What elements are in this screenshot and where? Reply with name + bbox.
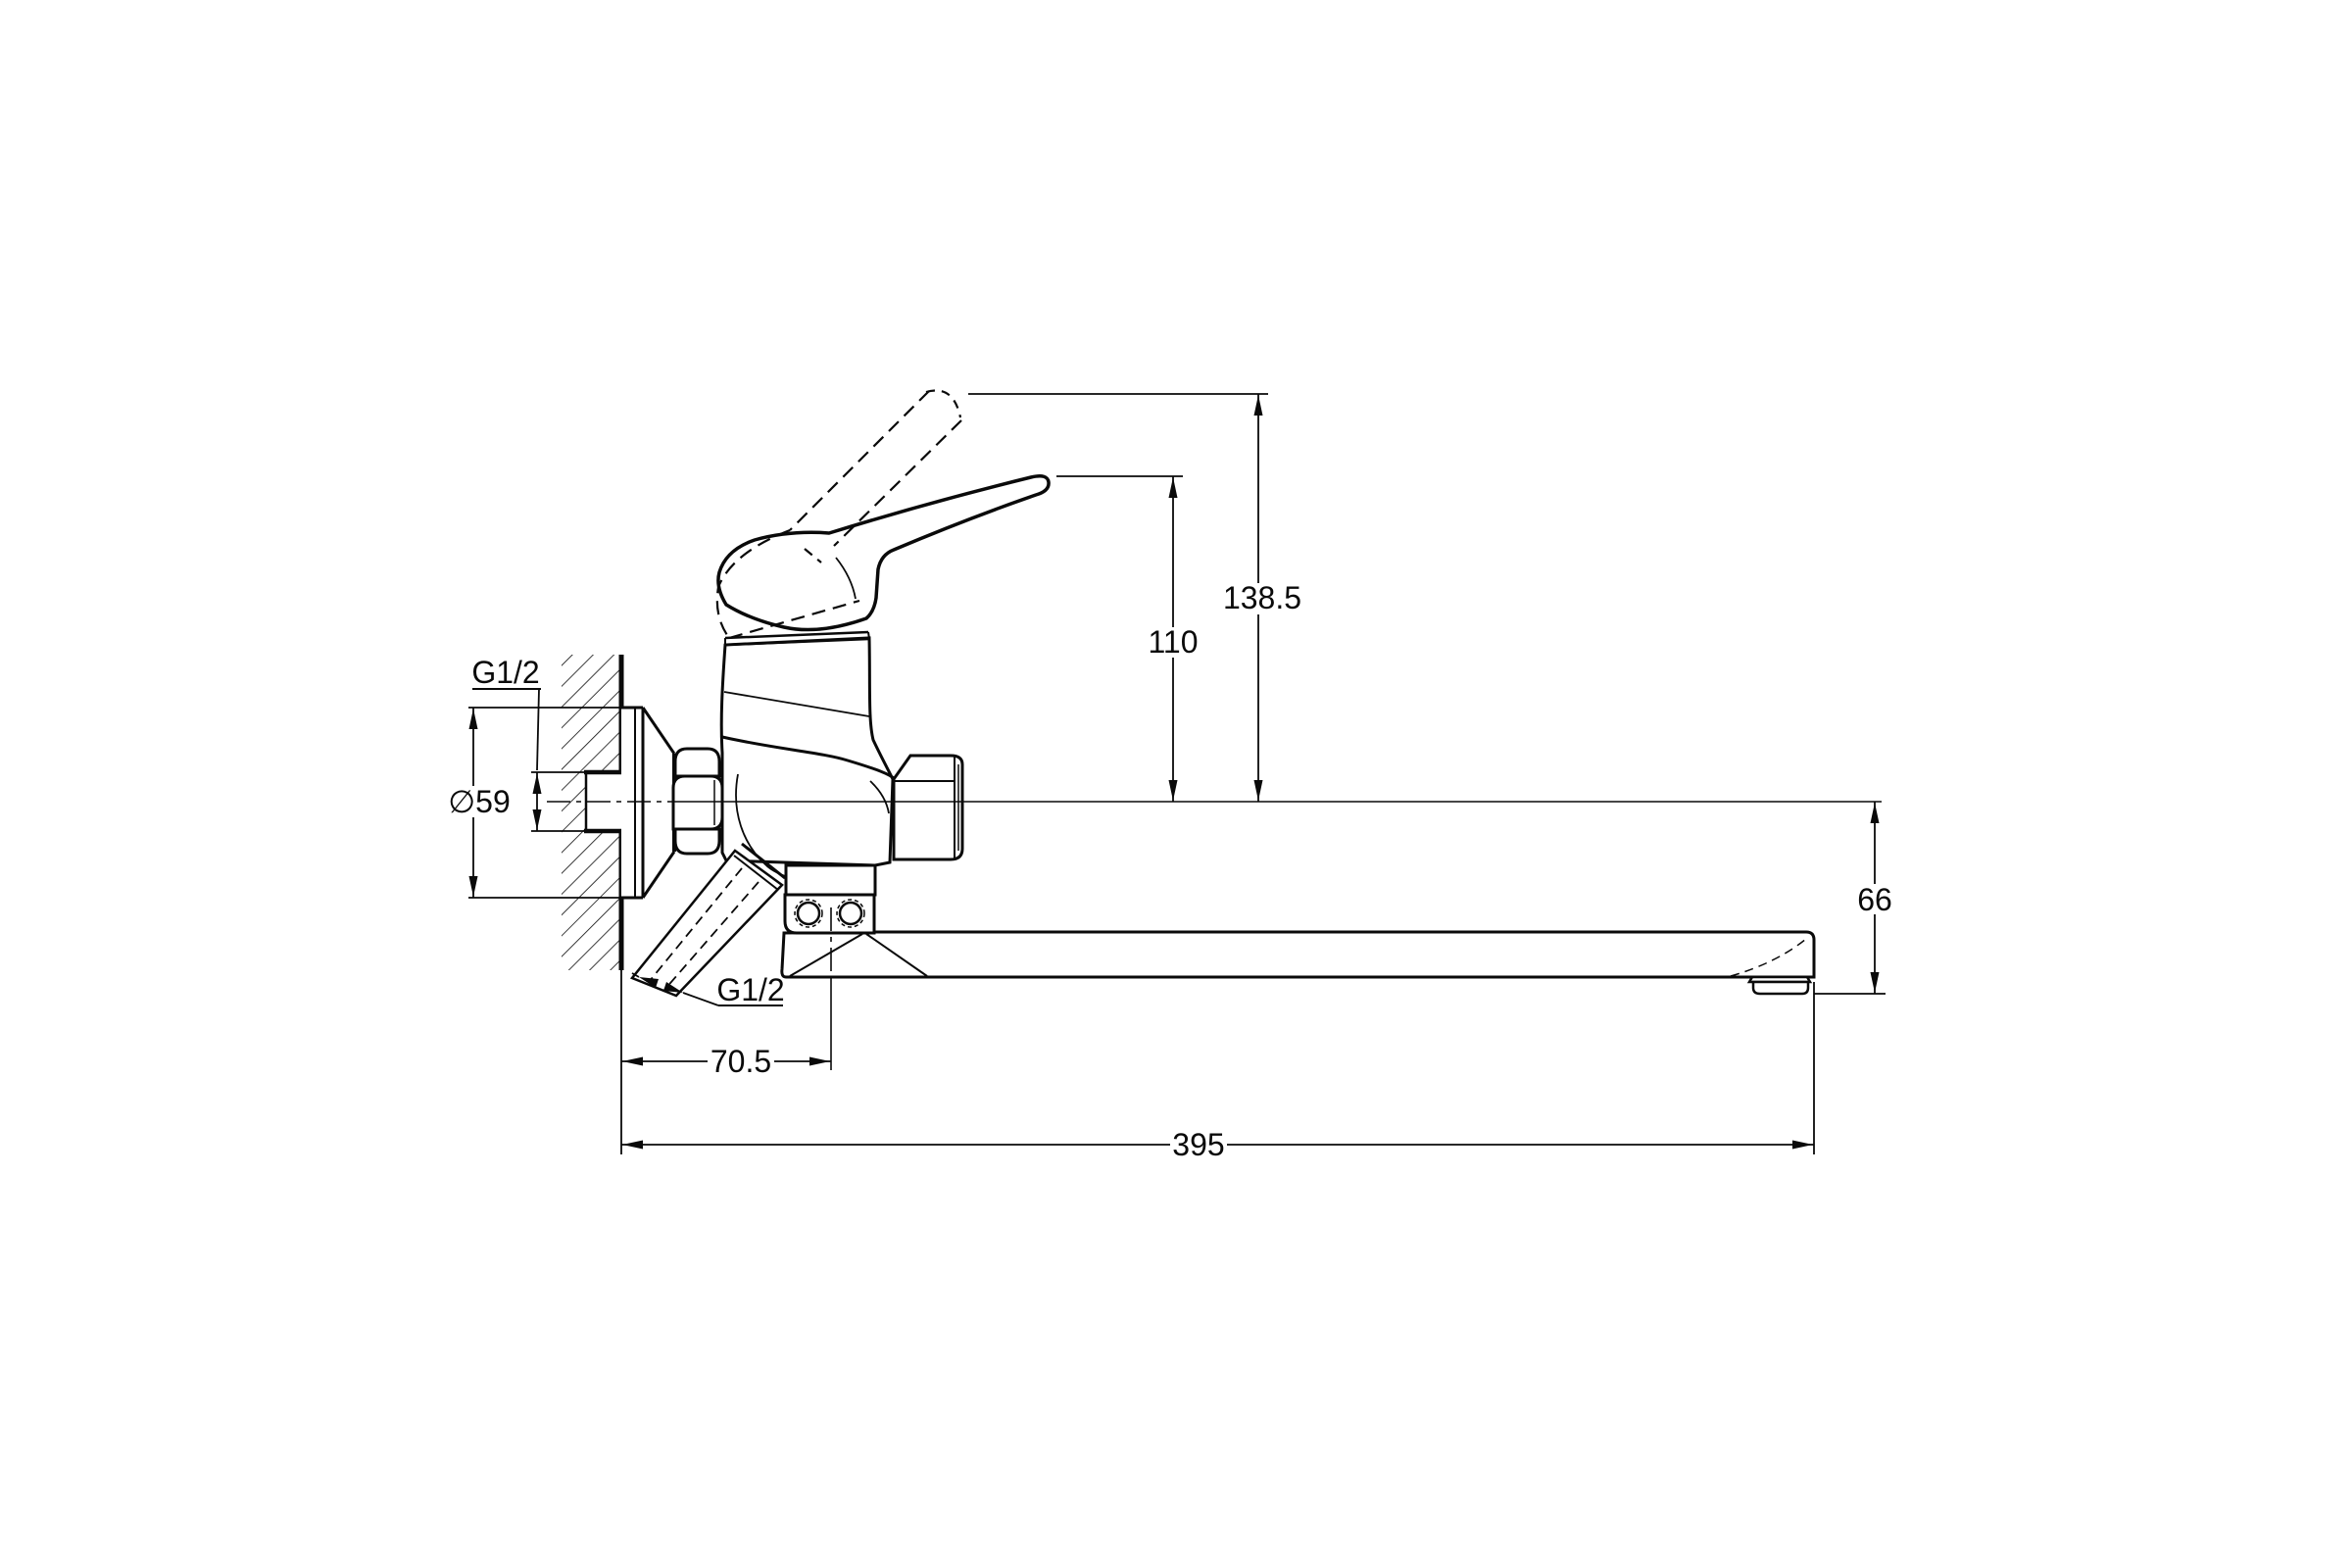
- dimension-label-inlet-thread: G1/2: [471, 655, 539, 690]
- centerlines: [547, 801, 1882, 1070]
- dimension-label-70-5: 70.5: [710, 1044, 771, 1079]
- shower-outlet-collar: [741, 842, 786, 880]
- open-handle-edge: [833, 419, 962, 547]
- dimension-label-diameter-59: ∅59: [448, 784, 510, 819]
- dimension-label-138-5: 138.5: [1223, 580, 1301, 615]
- dimension-label-66: 66: [1857, 882, 1892, 917]
- faucet-body: [719, 636, 897, 883]
- dimension-spout-drop: 66: [1853, 802, 1897, 994]
- dimension-inlet-thread: G1/2: [471, 655, 542, 831]
- handle-collar-line: [724, 630, 869, 640]
- open-handle-tip: [925, 389, 962, 418]
- pivot-block-upper: [784, 863, 877, 897]
- extension-lines: [468, 393, 1886, 1154]
- mixer-handle-open-dashed: [715, 389, 962, 640]
- nut-bottom-facet: [673, 827, 721, 856]
- handle-neck-line: [835, 557, 857, 600]
- nut-middle-facet: [671, 774, 724, 831]
- handle-lever: [716, 474, 1051, 632]
- spout-aerator: [1751, 980, 1810, 996]
- dimension-wall-to-axis: 70.5: [621, 1044, 831, 1079]
- dimension-shower-thread: G1/2: [631, 972, 785, 1007]
- mixer-handle-closed: [716, 474, 1051, 647]
- spout-tip-curve: [1730, 938, 1807, 977]
- body-contour-sweep: [721, 735, 897, 781]
- spout-outlet-nut: [892, 754, 964, 861]
- mounting-nut: [671, 747, 724, 856]
- dimension-flange-diameter: ∅59: [443, 708, 515, 898]
- dimension-label-shower-thread: G1/2: [716, 972, 784, 1007]
- pivot-screw: [796, 901, 821, 926]
- dimension-label-110: 110: [1148, 624, 1198, 660]
- open-handle-cap-bottom: [728, 599, 860, 640]
- pivot-screw: [838, 901, 863, 926]
- escutcheon-flange: [621, 706, 676, 900]
- spout-pivot-block: [783, 863, 877, 935]
- open-handle-edge: [789, 390, 930, 531]
- body-outlet-arc: [869, 780, 890, 814]
- shower-thread-dashed: [648, 867, 743, 983]
- dimension-label-395: 395: [1172, 1127, 1224, 1162]
- shower-outlet-cylinder: [629, 849, 784, 998]
- inlet-thread-leader: [536, 688, 540, 771]
- shower-thread-dashed: [663, 881, 760, 991]
- spout: [780, 930, 1816, 996]
- spout-tube: [780, 930, 1816, 979]
- dimension-handle-top-height: 138.5: [1221, 394, 1303, 802]
- open-handle-cap: [715, 528, 791, 639]
- open-handle-detail: [804, 548, 822, 564]
- shower-outlet-collar-inner: [733, 855, 779, 891]
- shower-outlet: [629, 842, 786, 998]
- spout-root-edge: [865, 933, 928, 977]
- nut-top-facet: [673, 747, 721, 778]
- dimension-lever-tip-height: 110: [1147, 476, 1200, 802]
- dimension-overall-length: 395: [621, 1127, 1814, 1162]
- body-contour-line: [723, 691, 870, 717]
- shower-thread-leader: [682, 992, 719, 1006]
- spout-root-edge: [789, 933, 863, 977]
- handle-collar-line: [724, 637, 870, 647]
